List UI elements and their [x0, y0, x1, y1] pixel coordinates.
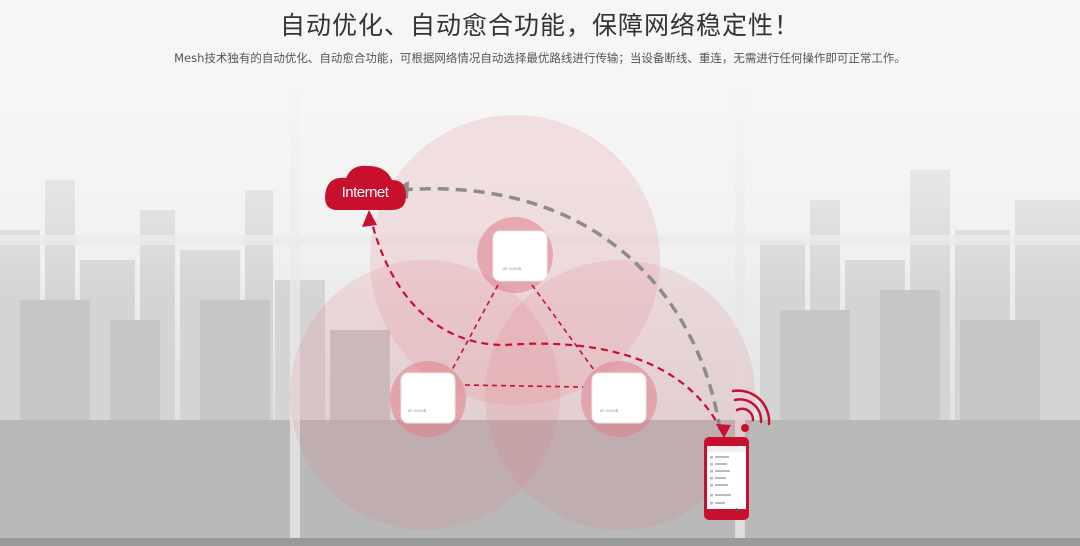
page-subtitle: Mesh技术独有的自动优化、自动愈合功能，可根据网络情况自动选择最优路线进行传输… [174, 51, 906, 65]
ap-label-top: AP 01/00B [503, 267, 522, 271]
internet-cloud [325, 165, 406, 210]
wifi-signal-icon [731, 389, 771, 432]
cloud-icon [325, 165, 406, 210]
internet-label: Internet [341, 184, 389, 201]
direct-path-gray [399, 187, 722, 431]
mesh-links [451, 284, 595, 388]
ap-device-left: AP 01/00B [400, 372, 456, 424]
red-arrowhead-phone [716, 424, 731, 438]
ap-device-top: AP 01/00B [492, 230, 548, 282]
ap-label-left: AP 01/00B [408, 409, 427, 413]
ap-label-right: AP 01/00B [600, 409, 619, 413]
page-title: 自动优化、自动愈合功能，保障网络稳定性！ [279, 11, 800, 40]
red-arrowhead-cloud [362, 210, 377, 227]
smartphone-icon [704, 437, 749, 520]
mesh-path-red [368, 214, 723, 433]
ap-device-right: AP 01/00B [591, 372, 647, 424]
